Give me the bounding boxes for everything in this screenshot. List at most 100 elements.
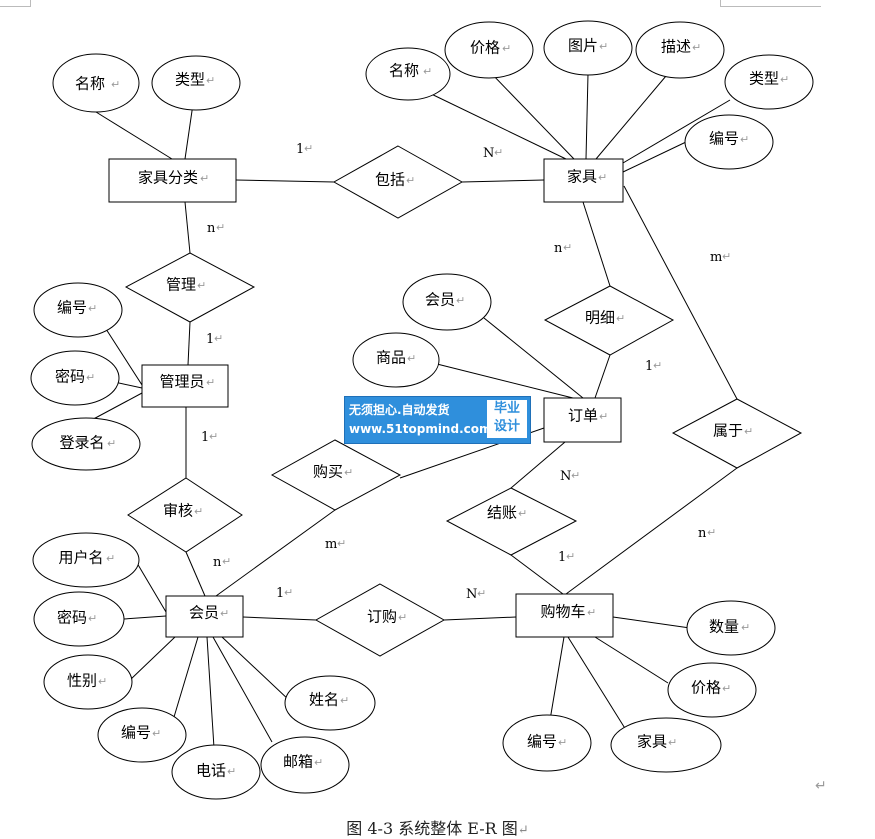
svg-text:↵: ↵ xyxy=(194,505,203,518)
cardinality-label: 1 xyxy=(201,430,209,445)
cardinality-label: n xyxy=(698,526,707,541)
svg-text:↵: ↵ xyxy=(406,174,415,187)
edge xyxy=(623,185,738,400)
attribute-label: 用户名 xyxy=(58,549,103,567)
attribute-label: 编号 xyxy=(527,733,557,751)
attribute-member-password: 密码↵ xyxy=(33,591,125,647)
edge xyxy=(483,317,584,399)
attribute-label: 价格 xyxy=(470,39,500,57)
edge xyxy=(594,636,669,684)
svg-text:↵: ↵ xyxy=(423,65,432,78)
cardinality-label: 1 xyxy=(558,550,566,565)
svg-text:↵: ↵ xyxy=(88,302,97,315)
svg-text:↵: ↵ xyxy=(107,437,116,450)
svg-text:↵: ↵ xyxy=(106,552,115,565)
attributes: 名称↵ 类型↵ 名称↵ 价格↵ 图片↵ 描述↵ 类型↵ 编号↵ 编号↵ 密码↵ … xyxy=(30,20,814,800)
svg-text:↵: ↵ xyxy=(227,765,236,778)
attribute-label: 登录名 xyxy=(59,434,104,452)
attribute-label: 商品 xyxy=(376,349,406,367)
attribute-category-name: 名称↵ xyxy=(52,53,140,113)
watermark-badge: 毕业 设计 xyxy=(487,400,527,438)
svg-text:↵: ↵ xyxy=(668,736,677,749)
cardinality-label: m xyxy=(710,250,722,265)
attribute-label: 价格 xyxy=(691,679,721,697)
edge xyxy=(443,616,517,621)
attribute-label: 描述 xyxy=(661,38,691,56)
cardinality-label: 1 xyxy=(276,586,284,601)
cardinality-label: m xyxy=(325,537,337,552)
page-corner-mark xyxy=(0,0,31,7)
relationship-checkout: 结账↵ xyxy=(445,487,578,556)
attribute-category-type: 类型↵ xyxy=(151,55,241,111)
edge xyxy=(185,551,206,597)
svg-text:↵: ↵ xyxy=(616,312,625,325)
entity-cart: 购物车↵ xyxy=(515,593,614,638)
relationship-label: 结账 xyxy=(487,504,517,522)
cardinality-label: n xyxy=(207,221,216,236)
svg-text:↵: ↵ xyxy=(206,376,215,389)
edge xyxy=(622,99,731,164)
attribute-admin-id: 编号↵ xyxy=(33,282,123,338)
attribute-member-id: 编号↵ xyxy=(97,707,187,763)
relationship-purchase: 购买↵ xyxy=(270,439,402,511)
svg-text:↵: ↵ xyxy=(707,526,716,539)
svg-text:↵: ↵ xyxy=(599,410,608,423)
edge xyxy=(187,321,191,366)
edge xyxy=(489,71,575,160)
paragraph-mark: ↵ xyxy=(815,778,827,794)
attribute-label: 名称 xyxy=(75,75,105,93)
relationship-label: 购买 xyxy=(313,463,343,481)
edge xyxy=(549,636,565,721)
relationship-contains: 包括↵ xyxy=(332,145,464,219)
edge xyxy=(461,179,545,183)
attribute-label: 密码 xyxy=(55,368,85,386)
svg-text:↵: ↵ xyxy=(494,146,503,159)
svg-text:↵: ↵ xyxy=(744,425,753,438)
cardinality-label: N xyxy=(483,146,494,161)
svg-text:↵: ↵ xyxy=(407,352,416,365)
entity-label: 家具 xyxy=(567,168,597,186)
watermark-badge-line: 毕业 xyxy=(493,401,520,416)
edge xyxy=(422,89,567,160)
relationship-label: 明细 xyxy=(585,309,615,327)
relationship-label: 属于 xyxy=(713,422,743,440)
svg-text:↵: ↵ xyxy=(340,694,349,707)
svg-text:↵: ↵ xyxy=(558,736,567,749)
edge xyxy=(184,201,191,254)
svg-text:↵: ↵ xyxy=(722,250,731,263)
svg-text:↵: ↵ xyxy=(518,507,527,520)
svg-text:↵: ↵ xyxy=(152,727,161,740)
relationship-belongs: 属于↵ xyxy=(671,398,803,469)
relationship-label: 管理 xyxy=(166,276,196,294)
edge xyxy=(221,636,291,702)
edge xyxy=(136,562,167,613)
svg-text:↵: ↵ xyxy=(692,41,701,54)
relationship-label: 审核 xyxy=(163,502,193,520)
svg-text:↵: ↵ xyxy=(587,606,596,619)
edge xyxy=(585,73,589,160)
relationship-label: 包括 xyxy=(375,171,405,189)
entity-label: 管理员 xyxy=(159,373,204,391)
attribute-label: 邮箱 xyxy=(283,753,313,771)
attribute-cart-furniture: 家具↵ xyxy=(610,717,722,773)
attribute-label: 家具 xyxy=(637,733,667,751)
edge xyxy=(206,636,215,749)
watermark-badge-line: 设计 xyxy=(493,419,520,434)
svg-text:↵: ↵ xyxy=(598,171,607,184)
relationship-audit: 审核↵ xyxy=(127,477,243,553)
svg-text:↵: ↵ xyxy=(456,294,465,307)
svg-text:↵: ↵ xyxy=(398,611,407,624)
watermark-url: www.51topmind.com xyxy=(349,422,492,436)
svg-text:↵: ↵ xyxy=(220,607,229,620)
edge xyxy=(567,636,627,731)
attribute-label: 编号 xyxy=(121,724,151,742)
svg-text:↵: ↵ xyxy=(222,555,231,568)
svg-text:↵: ↵ xyxy=(314,756,323,769)
attribute-member-phone: 电话↵ xyxy=(171,744,261,800)
attribute-cart-id: 编号↵ xyxy=(502,714,592,772)
attribute-label: 图片 xyxy=(568,37,598,55)
svg-text:↵: ↵ xyxy=(477,587,486,600)
relationship-detail: 明细↵ xyxy=(543,285,675,356)
attribute-label: 数量 xyxy=(709,618,739,636)
